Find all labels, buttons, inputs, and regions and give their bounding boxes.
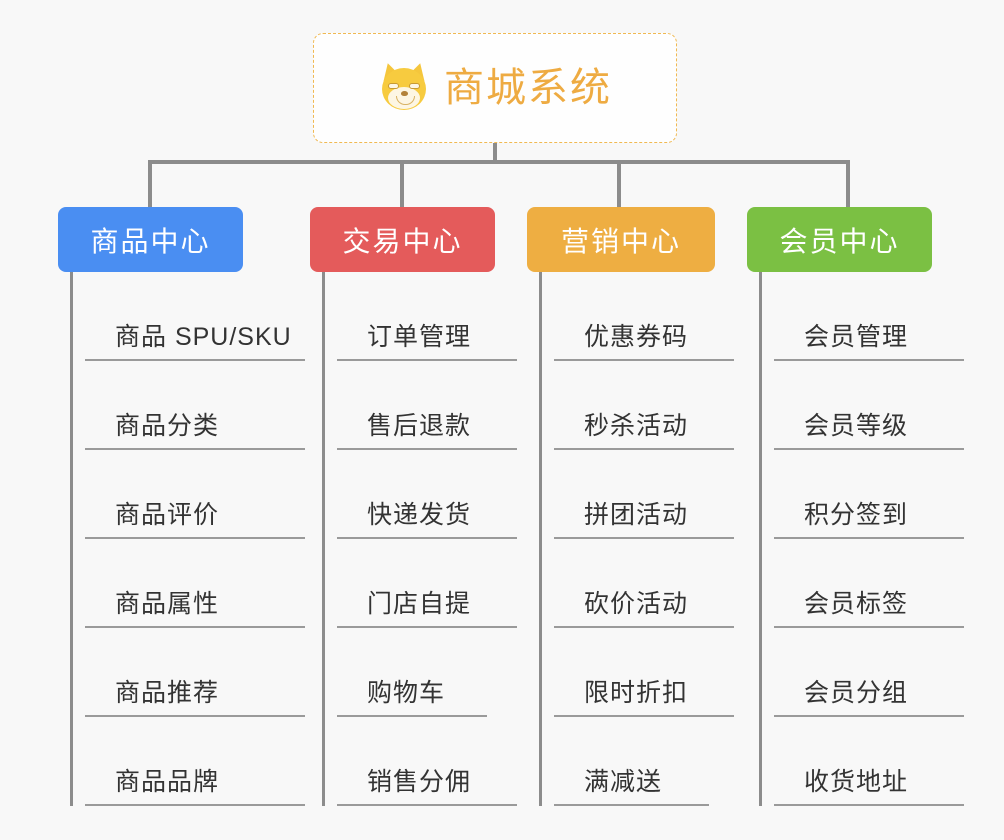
shiba-inu-dog-face-icon xyxy=(378,60,430,114)
leaf-label: 商品品牌 xyxy=(85,762,305,806)
list-item[interactable]: 会员标签 xyxy=(774,539,977,628)
connector-drop-trade-center xyxy=(400,160,404,208)
list-item[interactable]: 销售分佣 xyxy=(337,717,528,806)
leaf-label: 积分签到 xyxy=(774,495,964,539)
leaf-label: 会员等级 xyxy=(774,406,964,450)
root-title: 商城系统 xyxy=(444,66,612,110)
list-item[interactable]: 订单管理 xyxy=(337,272,528,361)
list-item[interactable]: 限时折扣 xyxy=(554,628,747,717)
category-header-marketing-center[interactable]: 营销中心 xyxy=(527,207,715,272)
leaf-label: 满减送 xyxy=(554,762,709,806)
list-item[interactable]: 快递发货 xyxy=(337,450,528,539)
list-item[interactable]: 购物车 xyxy=(337,628,528,717)
list-item[interactable]: 会员分组 xyxy=(774,628,977,717)
leaf-label: 购物车 xyxy=(337,673,487,717)
list-item[interactable]: 砍价活动 xyxy=(554,539,747,628)
leaf-label: 秒杀活动 xyxy=(554,406,734,450)
list-item[interactable]: 商品 SPU/SKU xyxy=(85,272,308,361)
leaf-label: 订单管理 xyxy=(337,317,517,361)
category-header-product-center[interactable]: 商品中心 xyxy=(58,207,243,272)
list-item[interactable]: 积分签到 xyxy=(774,450,977,539)
leaf-label: 快递发货 xyxy=(337,495,517,539)
leaf-label: 商品 SPU/SKU xyxy=(85,317,305,361)
category-header-member-center[interactable]: 会员中心 xyxy=(747,207,932,272)
leaf-list-product-center: 商品 SPU/SKU 商品分类 商品评价 商品属性 商品推荐 商品品牌 xyxy=(70,272,308,806)
leaf-list-trade-center: 订单管理 售后退款 快递发货 门店自提 购物车 销售分佣 xyxy=(322,272,528,806)
connector-drop-marketing-center xyxy=(617,160,621,208)
list-item[interactable]: 商品推荐 xyxy=(85,628,308,717)
leaf-label: 砍价活动 xyxy=(554,584,734,628)
leaf-label: 会员标签 xyxy=(774,584,964,628)
list-item[interactable]: 商品品牌 xyxy=(85,717,308,806)
category-label: 交易中心 xyxy=(342,225,463,257)
connector-root-stem xyxy=(493,143,497,164)
list-item[interactable]: 售后退款 xyxy=(337,361,528,450)
leaf-label: 限时折扣 xyxy=(554,673,734,717)
leaf-label: 商品评价 xyxy=(85,495,305,539)
connector-drop-product-center xyxy=(148,160,152,208)
list-item[interactable]: 收货地址 xyxy=(774,717,977,806)
list-item[interactable]: 会员等级 xyxy=(774,361,977,450)
list-item[interactable]: 会员管理 xyxy=(774,272,977,361)
list-item[interactable]: 秒杀活动 xyxy=(554,361,747,450)
connector-drop-member-center xyxy=(846,160,850,208)
leaf-list-member-center: 会员管理 会员等级 积分签到 会员标签 会员分组 收货地址 xyxy=(759,272,977,806)
connector-horizontal-bus xyxy=(148,160,850,164)
list-item[interactable]: 拼团活动 xyxy=(554,450,747,539)
branch-marketing-center: 营销中心 优惠券码 秒杀活动 拼团活动 砍价活动 限时折扣 满减送 xyxy=(527,207,747,806)
leaf-label: 会员管理 xyxy=(774,317,964,361)
leaf-label: 商品分类 xyxy=(85,406,305,450)
list-item[interactable]: 商品分类 xyxy=(85,361,308,450)
category-label: 会员中心 xyxy=(779,225,900,257)
leaf-label: 门店自提 xyxy=(337,584,517,628)
branch-product-center: 商品中心 商品 SPU/SKU 商品分类 商品评价 商品属性 商品推荐 商品品牌 xyxy=(58,207,308,806)
leaf-label: 会员分组 xyxy=(774,673,964,717)
leaf-label: 商品推荐 xyxy=(85,673,305,717)
leaf-label: 售后退款 xyxy=(337,406,517,450)
list-item[interactable]: 商品评价 xyxy=(85,450,308,539)
branch-member-center: 会员中心 会员管理 会员等级 积分签到 会员标签 会员分组 收货地址 xyxy=(747,207,977,806)
leaf-label: 优惠券码 xyxy=(554,317,734,361)
list-item[interactable]: 优惠券码 xyxy=(554,272,747,361)
list-item[interactable]: 满减送 xyxy=(554,717,747,806)
list-item[interactable]: 商品属性 xyxy=(85,539,308,628)
leaf-list-marketing-center: 优惠券码 秒杀活动 拼团活动 砍价活动 限时折扣 满减送 xyxy=(539,272,747,806)
root-node-shopping-mall-system[interactable]: 商城系统 xyxy=(313,33,677,143)
leaf-label: 拼团活动 xyxy=(554,495,734,539)
leaf-label: 商品属性 xyxy=(85,584,305,628)
category-header-trade-center[interactable]: 交易中心 xyxy=(310,207,495,272)
list-item[interactable]: 门店自提 xyxy=(337,539,528,628)
leaf-label: 销售分佣 xyxy=(337,762,517,806)
branch-trade-center: 交易中心 订单管理 售后退款 快递发货 门店自提 购物车 销售分佣 xyxy=(310,207,528,806)
category-label: 商品中心 xyxy=(90,225,211,257)
leaf-label: 收货地址 xyxy=(774,762,964,806)
category-label: 营销中心 xyxy=(560,225,681,257)
